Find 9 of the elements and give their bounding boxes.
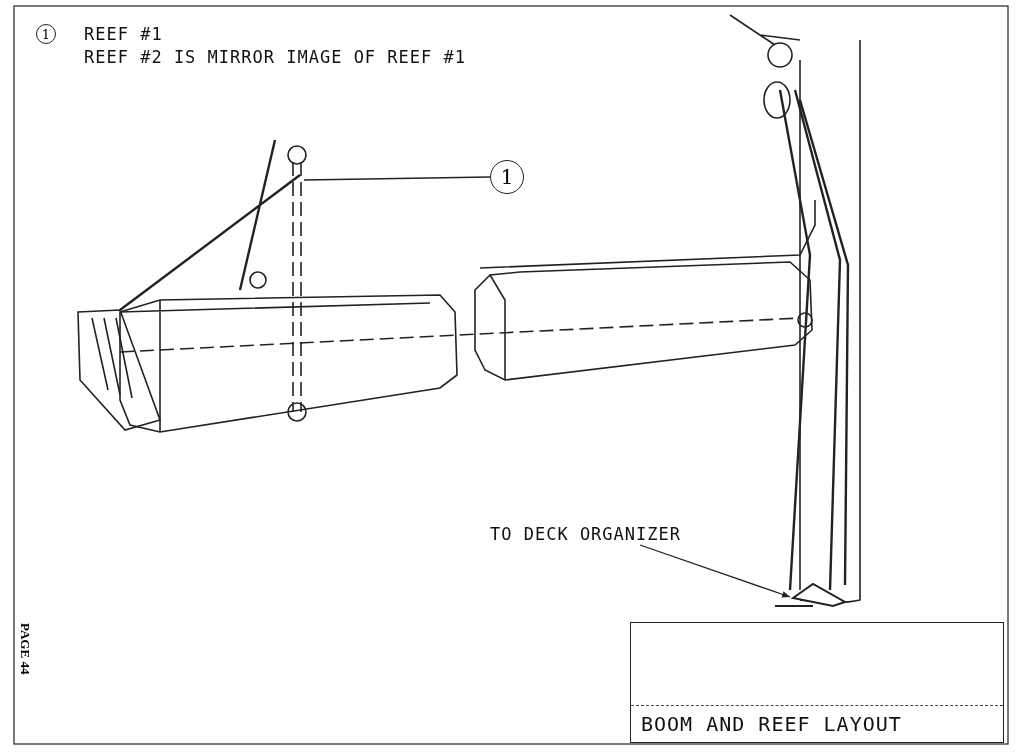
deck-organizer bbox=[774, 582, 848, 607]
page-number: PAGE 44 bbox=[17, 623, 33, 673]
note-text: REEF #1 bbox=[84, 24, 163, 44]
reef-line bbox=[292, 162, 302, 412]
leader-line bbox=[303, 176, 491, 181]
callout-label: TO DECK ORGANIZER bbox=[490, 524, 681, 544]
leader-line bbox=[639, 544, 791, 598]
title: BOOM AND REEF LAYOUT bbox=[641, 712, 902, 736]
note-text: REEF #2 IS MIRROR IMAGE OF REEF #1 bbox=[84, 47, 466, 67]
